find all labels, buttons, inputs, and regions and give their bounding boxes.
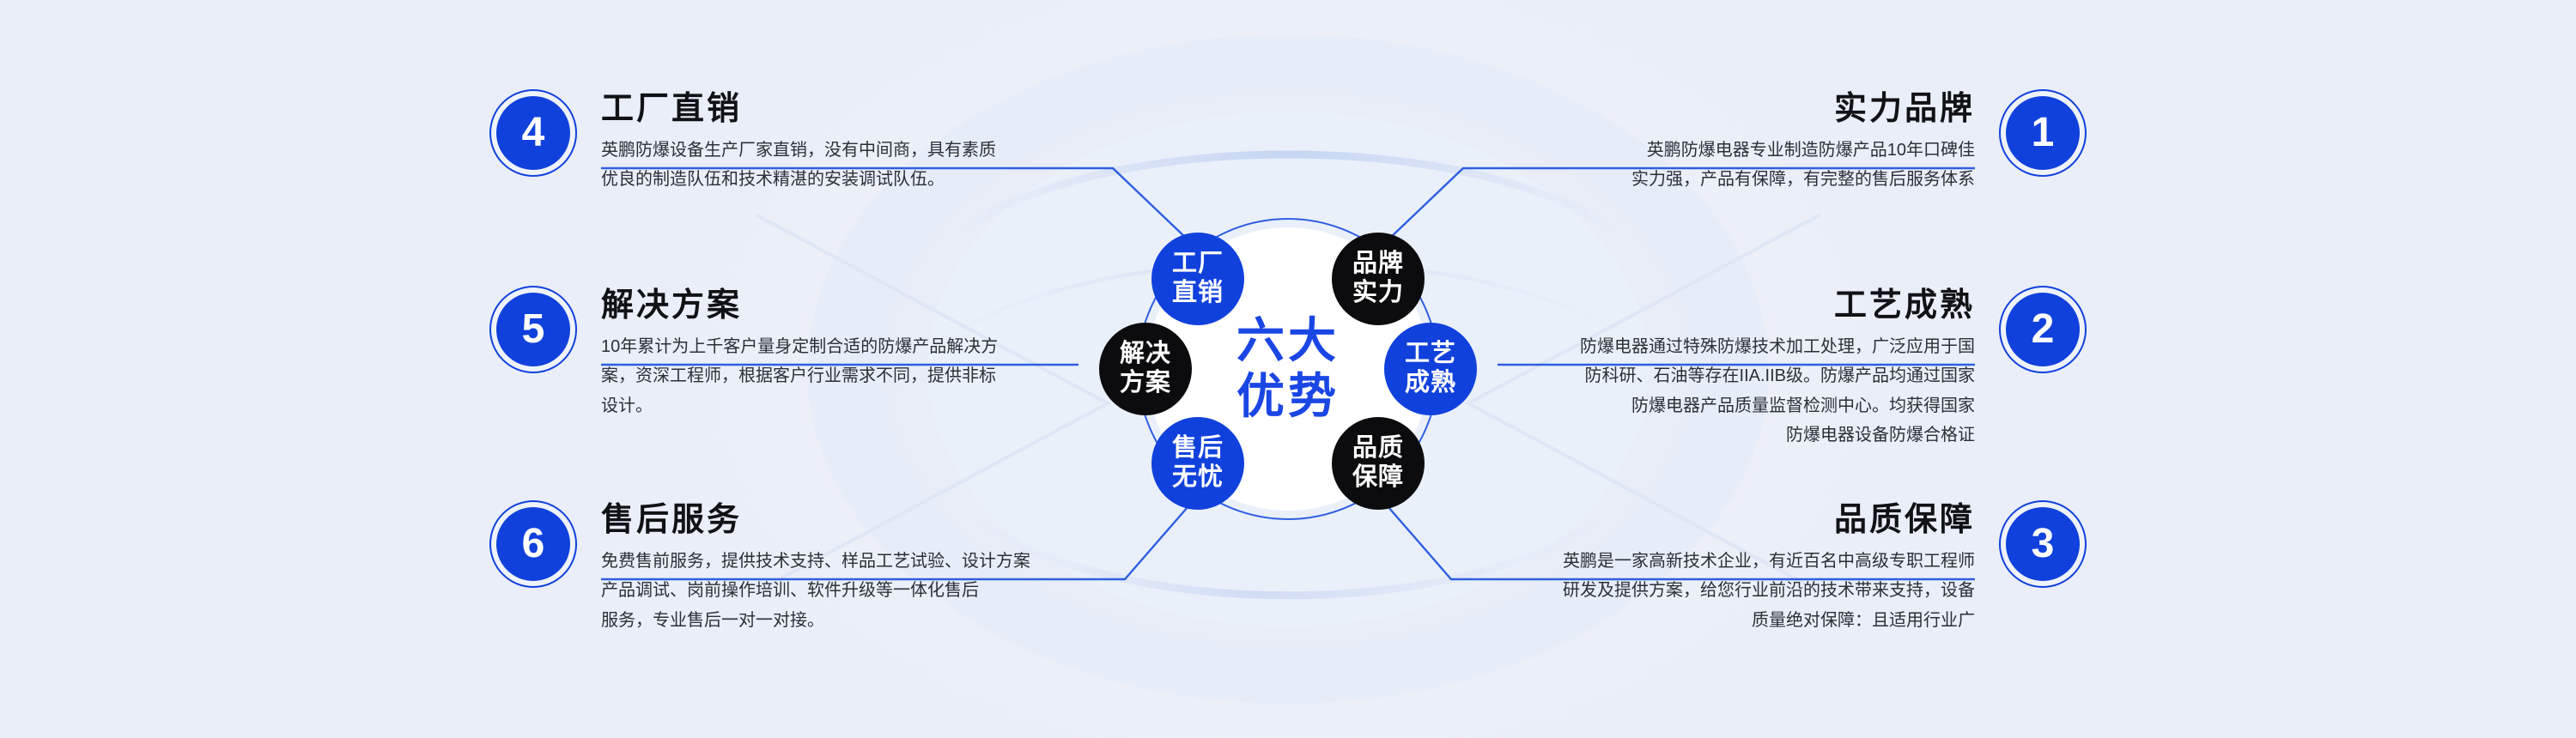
feature-badge-5: 5: [496, 293, 570, 366]
feature-title-3: 品质保障: [1833, 502, 1975, 538]
hub-cluster: 六大 优势 工厂 直销 品牌 实力 工艺 成熟 品质 保障 售后 无忧 解决 方…: [1073, 154, 1503, 584]
feature-desc-3: 英鹏是一家高新技术企业，有近百名中高级专职工程师 研发及提供方案，给您行业前沿的…: [1563, 551, 1975, 630]
feature-badge-4: 4: [496, 96, 570, 170]
feature-title-6: 售后服务: [601, 502, 743, 538]
feature-badge-1: 1: [2006, 96, 2080, 170]
feature-desc-6: 免费售前服务，提供技术支持、样品工艺试验、设计方案 产品调试、岗前操作培训、软件…: [601, 551, 1030, 630]
feature-desc-5: 10年累计为上千客户量身定制合适的防爆产品解决方 案，资深工程师，根据客户行业需…: [601, 336, 999, 415]
satellite-factory-direct[interactable]: 工厂 直销: [1151, 233, 1244, 325]
feature-factory-direct[interactable]: 4 工厂直销 英鹏防爆设备生产厂家直销，没有中间商，具有素质 优良的制造队伍和技…: [496, 91, 996, 195]
feature-quality-assurance[interactable]: 3 品质保障 英鹏是一家高新技术企业，有近百名中高级专职工程师 研发及提供方案，…: [1563, 502, 2080, 635]
feature-solutions[interactable]: 5 解决方案 10年累计为上千客户量身定制合适的防爆产品解决方 案，资深工程师，…: [496, 287, 999, 420]
satellite-quality-assurance[interactable]: 品质 保障: [1332, 417, 1425, 510]
satellite-solutions[interactable]: 解决 方案: [1099, 323, 1192, 415]
satellite-brand-strength[interactable]: 品牌 实力: [1332, 233, 1425, 325]
feature-desc-4: 英鹏防爆设备生产厂家直销，没有中间商，具有素质 优良的制造队伍和技术精湛的安装调…: [601, 140, 996, 190]
feature-badge-2: 2: [2006, 293, 2080, 366]
satellite-after-sales-worryfree[interactable]: 售后 无忧: [1151, 417, 1244, 510]
feature-title-1: 实力品牌: [1833, 91, 1975, 127]
feature-after-sales[interactable]: 6 售后服务 免费售前服务，提供技术支持、样品工艺试验、设计方案 产品调试、岗前…: [496, 502, 1030, 635]
feature-desc-1: 英鹏防爆电器专业制造防爆产品10年口碑佳 实力强，产品有保障，有完整的售后服务体…: [1631, 140, 1975, 190]
hub-title: 六大 优势: [1236, 313, 1340, 423]
feature-title-5: 解决方案: [601, 287, 743, 324]
feature-strength-brand[interactable]: 1 实力品牌 英鹏防爆电器专业制造防爆产品10年口碑佳 实力强，产品有保障，有完…: [1631, 91, 2080, 195]
feature-desc-2: 防爆电器通过特殊防爆技术加工处理，广泛应用于国 防科研、石油等存在IIA.IIB…: [1580, 336, 1975, 445]
feature-title-2: 工艺成熟: [1833, 287, 1975, 324]
feature-badge-6: 6: [496, 507, 570, 581]
feature-mature-process[interactable]: 2 工艺成熟 防爆电器通过特殊防爆技术加工处理，广泛应用于国 防科研、石油等存在…: [1580, 287, 2080, 450]
satellite-mature-process[interactable]: 工艺 成熟: [1384, 323, 1477, 415]
feature-title-4: 工厂直销: [601, 91, 743, 127]
feature-badge-3: 3: [2006, 507, 2080, 581]
